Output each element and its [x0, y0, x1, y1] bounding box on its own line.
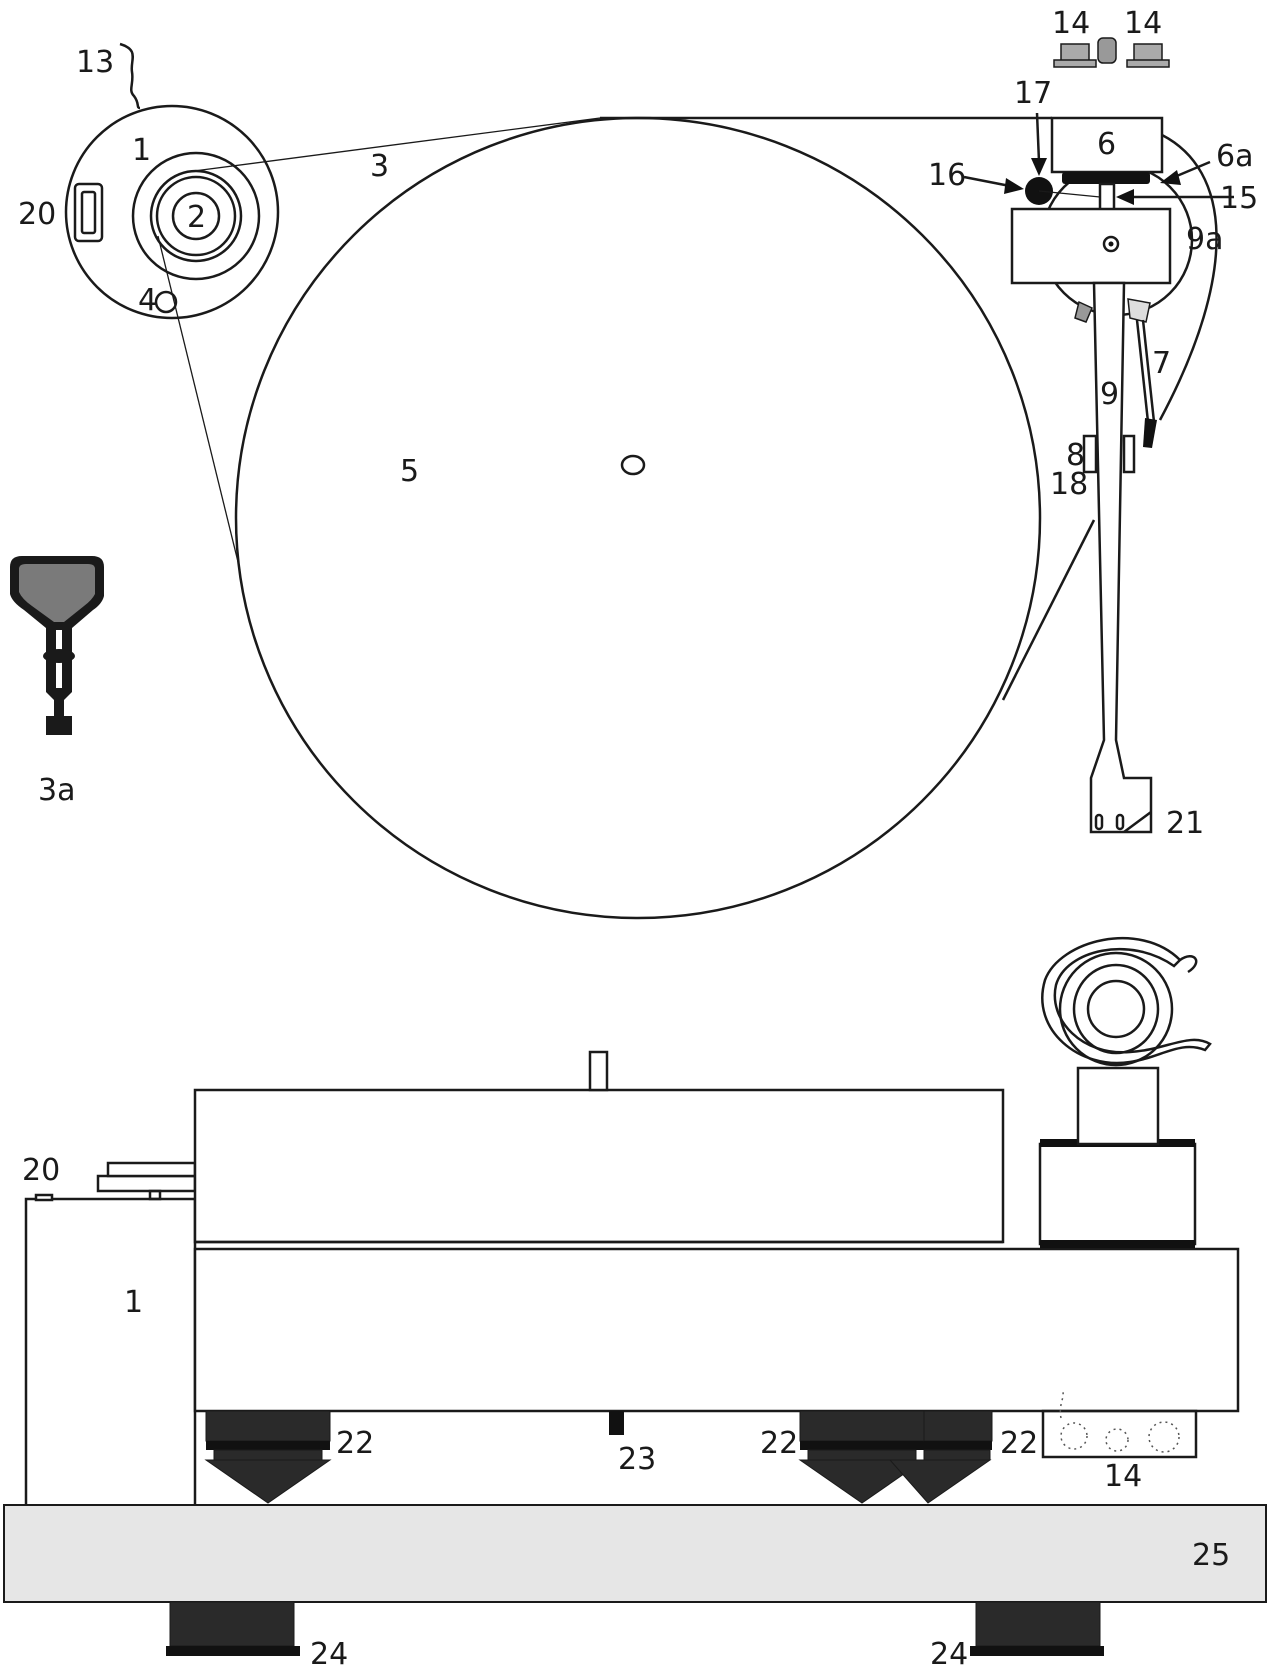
label-power-switch-side: 20 [22, 1153, 60, 1188]
tonearm-base [1010, 207, 1172, 285]
label-antiskating-weight: 16 [928, 158, 966, 193]
label-belt: 3 [370, 149, 389, 184]
tonearm-post-side [1076, 1066, 1160, 1146]
foot-left [204, 1410, 332, 1504]
label-accessory-left: 14 [1052, 6, 1090, 41]
label-spike-right: 24 [930, 1637, 968, 1667]
label-lift-pin: 15 [1220, 181, 1258, 216]
belt [157, 117, 601, 571]
spike-right [970, 1601, 1104, 1656]
label-accessories-side: 14 [1104, 1459, 1142, 1494]
label-arm-clamp: 21 [1166, 806, 1204, 841]
power-cable [119, 42, 141, 110]
motor-pulley [171, 191, 221, 241]
headshell-front-view [1041, 937, 1212, 1067]
label-arrows [963, 112, 1234, 205]
label-foot-right: 22 [1000, 1426, 1038, 1461]
tonearm-base-side [1038, 1142, 1197, 1246]
label-platter: 5 [400, 454, 419, 489]
label-accessory-right: 14 [1124, 6, 1162, 41]
lift-pin [1098, 182, 1116, 212]
label-spike-left: 24 [310, 1637, 348, 1667]
foot-center [798, 1410, 926, 1504]
belt-tool [10, 556, 104, 735]
label-tonearm-bearing: 9a [1186, 222, 1223, 257]
spindle-top [620, 454, 646, 476]
motor-unit [64, 42, 280, 320]
label-antiskating-arm: 17 [1014, 76, 1052, 111]
label-headshell-cartridge: 7 [1152, 346, 1171, 381]
label-belt-tool: 3a [38, 773, 75, 808]
label-foot-center: 22 [760, 1426, 798, 1461]
platter-side [193, 1088, 1005, 1244]
accessory-set [1053, 37, 1170, 68]
side-view [3, 937, 1267, 1656]
plinth-side [193, 1247, 1240, 1413]
label-power-switch: 20 [18, 197, 56, 232]
platter [234, 116, 1042, 920]
side-arm [1074, 300, 1093, 323]
label-foot-left: 22 [336, 1426, 374, 1461]
tonearm [1089, 281, 1153, 834]
label-motor-unit-side: 1 [124, 1285, 143, 1320]
label-counterweight: 6 [1097, 127, 1116, 162]
label-center-spindle: 23 [618, 1442, 656, 1477]
center-spindle-side [609, 1411, 624, 1435]
label-armrest: 8 [1066, 438, 1085, 473]
armrest [1082, 434, 1098, 474]
label-lift-lever: 18 [1050, 467, 1088, 502]
pulley-hole [154, 290, 178, 314]
motor-housing-side [24, 1197, 197, 1505]
foot-right [888, 1410, 993, 1504]
tonearm-assembly [1001, 116, 1218, 834]
cartridge [1143, 418, 1157, 448]
label-power-cable: 13 [76, 45, 114, 80]
callout-labels: 13 1 2 20 4 3 5 3a 14 14 17 6 6a 16 15 9… [18, 6, 1258, 1667]
counterweight [1050, 116, 1164, 174]
power-switch-side [34, 1193, 54, 1202]
spindle-side [588, 1050, 609, 1092]
label-motor-unit: 1 [132, 133, 151, 168]
accessory-box [1041, 1389, 1198, 1459]
counterweight-ring [1062, 172, 1150, 184]
lift-lever [1122, 434, 1136, 474]
label-motor-pulley: 2 [187, 200, 206, 235]
base [3, 1504, 1267, 1603]
spike-left [166, 1601, 300, 1656]
label-pulley-hole: 4 [138, 283, 157, 318]
top-view [10, 37, 1234, 920]
label-base: 25 [1192, 1538, 1230, 1573]
label-counterweight-ring: 6a [1216, 139, 1253, 174]
label-tonearm: 9 [1100, 377, 1119, 412]
headshell [1127, 298, 1151, 323]
